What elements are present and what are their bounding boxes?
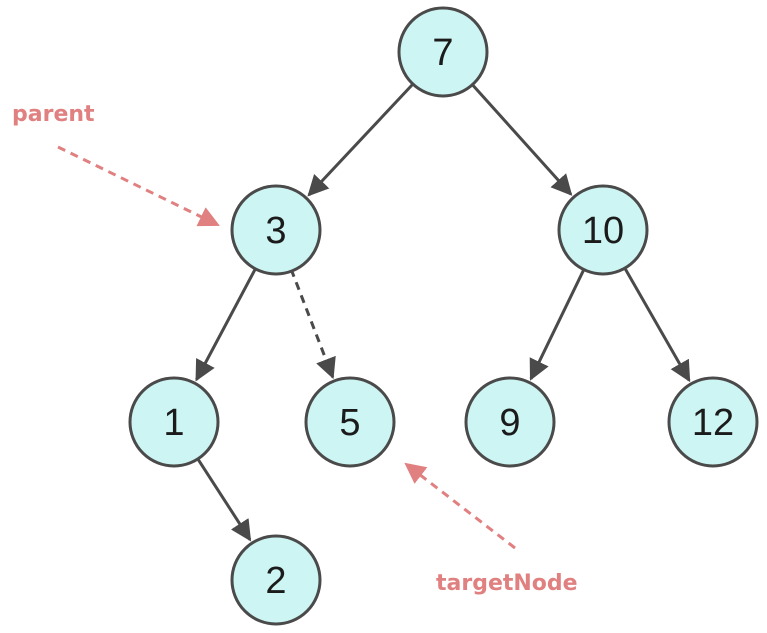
node-label: 3	[265, 210, 286, 252]
node-circle	[128, 376, 220, 468]
edge-n7-n10	[469, 82, 573, 196]
nodes: 7 3 10 1 5 9 12 2	[128, 6, 759, 626]
node-label: 2	[265, 560, 286, 602]
node-label: 5	[339, 402, 360, 444]
edge-n10-n12	[622, 265, 691, 383]
watermark: 掘金技术社区 @ 岛雨AI	[487, 590, 710, 614]
tree-node-12: 12	[667, 376, 759, 468]
node-circle	[230, 534, 322, 626]
node-label: 7	[432, 32, 453, 74]
node-circle	[397, 6, 489, 98]
tree-node-10: 10	[557, 184, 649, 276]
tree-node-7: 7	[397, 6, 489, 98]
tree-node-3: 3	[230, 184, 322, 276]
node-label: 10	[582, 210, 624, 252]
node-circle	[667, 376, 759, 468]
parent-annotation: parent	[12, 102, 95, 127]
parent-pointer-arrow	[57, 145, 220, 227]
node-label: 9	[499, 402, 520, 444]
edge-n1-n2	[195, 456, 252, 542]
tree-node-5: 5	[304, 376, 396, 468]
node-label: 12	[692, 402, 734, 444]
edge-n7-n3	[307, 81, 416, 197]
edge-n3-n1	[195, 266, 258, 382]
target-node-pointer-arrow	[404, 462, 516, 550]
node-circle	[557, 184, 649, 276]
tree-node-2: 2	[230, 534, 322, 626]
tree-node-1: 1	[128, 376, 220, 468]
node-circle	[464, 376, 556, 468]
node-circle	[230, 184, 322, 276]
edge-n10-n9	[529, 267, 587, 381]
edge-n3-n5	[289, 268, 336, 380]
target-node-annotation: targetNode	[436, 571, 578, 596]
node-circle	[304, 376, 396, 468]
edges	[195, 81, 691, 542]
tree-node-9: 9	[464, 376, 556, 468]
node-label: 1	[163, 402, 184, 444]
